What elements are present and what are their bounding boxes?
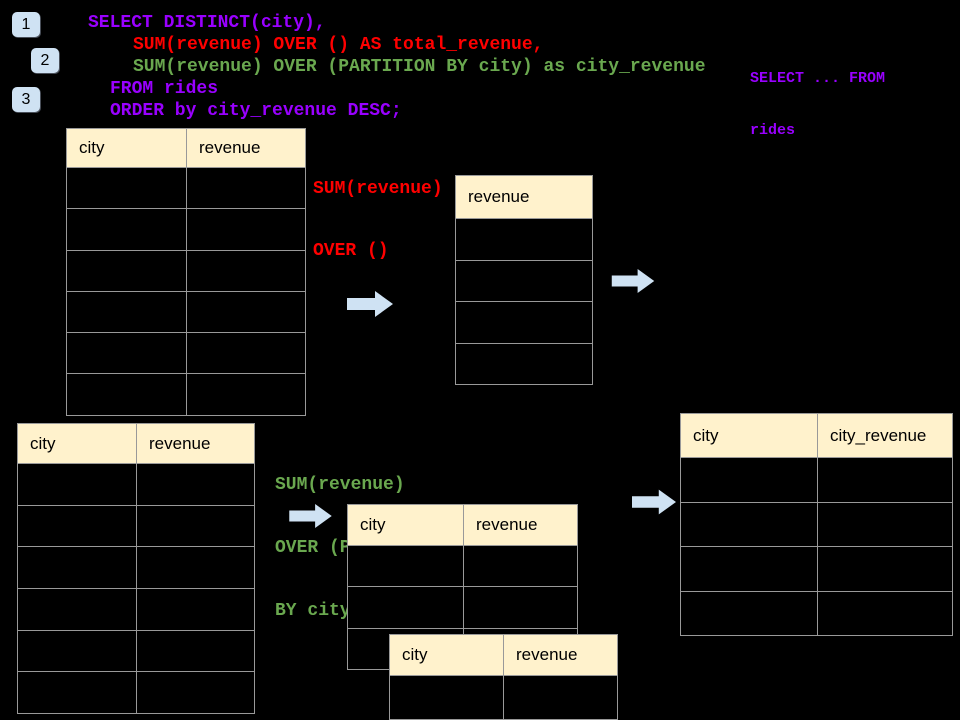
table-cell xyxy=(680,590,817,635)
column-header: revenue xyxy=(503,634,617,675)
table-cell xyxy=(186,332,305,374)
table-cell xyxy=(817,457,952,502)
table-cell xyxy=(455,218,592,260)
sql-line-select: SELECT DISTINCT(city), xyxy=(88,13,326,33)
table-cell xyxy=(186,167,305,209)
table-cell xyxy=(66,167,186,209)
arrow-right-icon-2 xyxy=(610,269,656,295)
step-badge-1: 1 xyxy=(12,12,40,37)
annotation-total-line-2: OVER () xyxy=(313,241,389,261)
table-cell xyxy=(17,463,136,505)
arrow-right-icon-4 xyxy=(632,489,676,515)
table-cell xyxy=(186,249,305,291)
table-cell xyxy=(455,342,592,384)
annotation-partition-line-1: SUM(revenue) xyxy=(275,475,405,495)
table-cell xyxy=(136,588,254,630)
side-note-line-2: rides xyxy=(750,122,796,139)
column-header: city xyxy=(347,504,463,545)
table-cell xyxy=(817,546,952,591)
side-note-line-1: SELECT ... FROM xyxy=(750,70,886,87)
table-cell xyxy=(17,504,136,547)
table-cell xyxy=(680,501,817,546)
table-cell xyxy=(347,545,463,587)
column-header: revenue xyxy=(463,504,577,545)
annotation-total-revenue: SUM(revenue) OVER () xyxy=(313,138,443,282)
table-cell xyxy=(66,249,186,291)
table-cell xyxy=(817,501,952,546)
table-cell xyxy=(463,545,577,587)
table-cell xyxy=(680,546,817,591)
step-badge-2: 2 xyxy=(31,48,59,73)
table-cell xyxy=(66,332,186,374)
table-cell xyxy=(136,504,254,547)
sql-line-from: FROM rides xyxy=(110,79,219,99)
table-cell xyxy=(817,590,952,635)
column-header: city xyxy=(66,128,186,167)
table-cell xyxy=(186,208,305,250)
table-cell xyxy=(463,586,577,628)
sql-line-total: SUM(revenue) OVER () AS total_revenue, xyxy=(133,35,544,55)
column-header: city xyxy=(17,423,136,463)
step-badge-3: 3 xyxy=(12,87,40,112)
sql-line-order: ORDER by city_revenue DESC; xyxy=(110,101,402,121)
table-cell xyxy=(503,675,617,719)
table-cell xyxy=(17,671,136,714)
table-cell xyxy=(347,586,463,628)
table-cell xyxy=(136,629,254,672)
table-total-revenue: revenue xyxy=(455,175,593,385)
sql-line-partition: SUM(revenue) OVER (PARTITION BY city) as… xyxy=(133,57,706,77)
table-cell xyxy=(17,546,136,589)
table-cell xyxy=(136,463,254,505)
column-header: revenue xyxy=(136,423,254,463)
table-cell xyxy=(66,373,186,415)
column-header: revenue xyxy=(455,175,592,218)
table-cell xyxy=(680,457,817,502)
arrow-right-icon-1 xyxy=(347,291,393,317)
table-cell xyxy=(66,290,186,333)
table-cell xyxy=(186,373,305,415)
table-cell xyxy=(455,259,592,301)
table-cell xyxy=(389,675,503,719)
column-header: city xyxy=(389,634,503,675)
column-header: revenue xyxy=(186,128,305,167)
annotation-total-line-1: SUM(revenue) xyxy=(313,179,443,199)
table-cell xyxy=(136,546,254,589)
table-cell xyxy=(136,671,254,714)
arrow-right-icon-3 xyxy=(288,504,333,530)
side-note: SELECT ... FROM rides xyxy=(750,36,885,157)
table-cell xyxy=(455,301,592,343)
table-cell xyxy=(17,629,136,672)
table-cell xyxy=(17,588,136,630)
table-cell xyxy=(186,290,305,333)
column-header: city_revenue xyxy=(817,413,952,457)
table-cell xyxy=(66,208,186,250)
column-header: city xyxy=(680,413,817,457)
